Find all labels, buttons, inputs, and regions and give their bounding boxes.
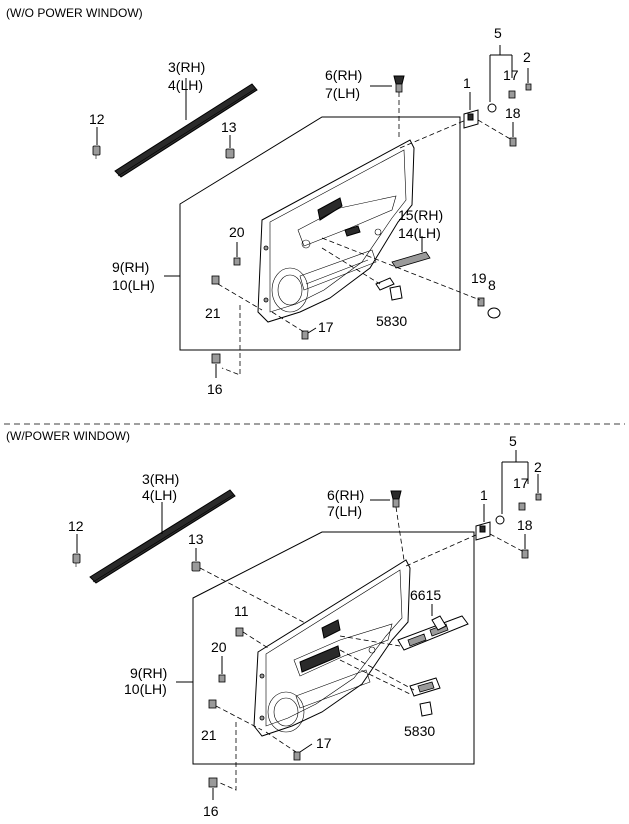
knob-part-5830 [375, 277, 403, 301]
clip-part-13 [225, 148, 235, 159]
label-part-16: 16 [207, 381, 223, 397]
label-part-17-bottom: 17 [316, 735, 332, 751]
label-part-5: 5 [509, 433, 517, 449]
label-part-10: 10(LH) [124, 681, 167, 697]
bracket-part-1 [475, 521, 491, 541]
label-part-5830: 5830 [376, 313, 407, 329]
label-part-7: 7(LH) [327, 503, 362, 519]
inside-handle-part [391, 251, 431, 269]
clip-part-12 [72, 553, 81, 567]
label-part-4: 4(LH) [142, 487, 177, 503]
label-part-11: 11 [234, 603, 249, 619]
label-part-1: 1 [463, 75, 471, 91]
screw-part-17-top [508, 90, 516, 99]
weatherstrip-part [89, 489, 236, 584]
label-part-17-top: 17 [513, 475, 529, 491]
clip-part-16 [211, 353, 221, 364]
weatherstrip-part [114, 83, 258, 178]
screw-part-19 [477, 297, 485, 307]
section-heading: (W/POWER WINDOW) [6, 429, 130, 443]
grommet-part-5 [487, 103, 497, 113]
screw-part-17-top [518, 502, 526, 511]
screw-part-17-bottom [293, 751, 301, 761]
label-part-19: 19 [471, 270, 487, 286]
label-part-14: 14(LH) [398, 225, 441, 241]
label-part-4: 4(LH) [168, 77, 203, 93]
label-part-18: 18 [505, 105, 521, 121]
label-part-21: 21 [205, 305, 221, 321]
label-part-13: 13 [221, 119, 237, 135]
section-without-power-window: (W/O POWER WINDOW) [6, 6, 532, 397]
clip-part-21 [211, 275, 220, 285]
label-part-5: 5 [494, 25, 502, 41]
label-part-12: 12 [68, 518, 84, 534]
label-part-6: 6(RH) [325, 67, 362, 83]
label-part-17-bottom: 17 [318, 319, 334, 335]
label-part-15: 15(RH) [398, 207, 443, 223]
label-part-10: 10(LH) [112, 277, 155, 293]
section-heading: (W/O POWER WINDOW) [6, 6, 143, 20]
clip-part-12 [92, 145, 101, 159]
label-part-17-top: 17 [503, 67, 519, 83]
assembly-box [179, 116, 461, 351]
clip-part-6-7 [393, 75, 405, 93]
clip-part-21 [208, 699, 217, 709]
screw-part-18 [509, 137, 517, 147]
section-with-power-window: (W/POWER WINDOW) [6, 429, 542, 819]
label-part-21: 21 [201, 727, 217, 743]
label-part-6: 6(RH) [327, 487, 364, 503]
screw-part-2 [535, 493, 542, 501]
label-part-3: 3(RH) [142, 471, 179, 487]
screw-part-2 [525, 83, 532, 91]
label-part-16: 16 [203, 803, 219, 819]
knob-part-5830 [409, 677, 441, 717]
power-window-switch-panel-6615 [397, 615, 469, 651]
screw-part-18 [521, 549, 529, 559]
bracket-part-1 [463, 109, 479, 129]
label-part-7: 7(LH) [325, 85, 360, 101]
cap-part-8 [487, 307, 501, 319]
label-part-8: 8 [488, 277, 496, 293]
screw-part-17-bottom [301, 330, 309, 340]
grommet-part-5 [495, 515, 505, 525]
label-part-5830: 5830 [404, 723, 435, 739]
label-part-20: 20 [229, 224, 245, 240]
clip-part-11 [235, 627, 244, 637]
label-part-2: 2 [523, 49, 531, 65]
clip-part-13 [191, 561, 201, 572]
label-part-9: 9(RH) [112, 259, 149, 275]
clip-part-20 [218, 674, 226, 683]
clip-part-16 [208, 777, 218, 788]
label-part-3: 3(RH) [168, 59, 205, 75]
clip-part-6-7 [390, 490, 402, 508]
label-part-13: 13 [188, 531, 204, 547]
door-trim-panel [253, 559, 411, 737]
door-trim-panel [257, 139, 415, 323]
label-part-2: 2 [534, 459, 542, 475]
label-part-20: 20 [211, 639, 227, 655]
label-part-6615: 6615 [410, 587, 441, 603]
label-part-1: 1 [480, 487, 488, 503]
label-part-12: 12 [89, 111, 105, 127]
clip-part-20 [233, 257, 241, 266]
assembly-box [192, 531, 475, 765]
label-part-9: 9(RH) [130, 665, 167, 681]
label-part-18: 18 [517, 517, 533, 533]
